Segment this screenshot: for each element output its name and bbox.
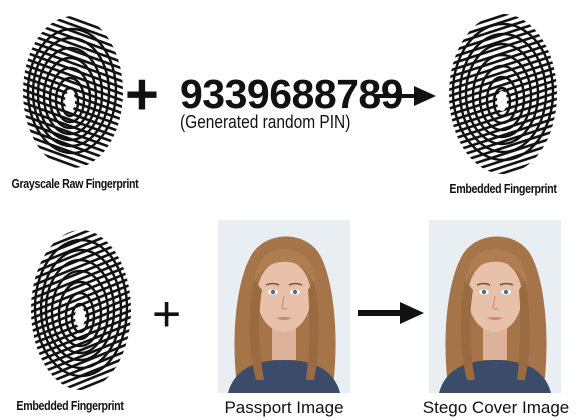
raw-fingerprint-image (18, 10, 128, 172)
embedded-fingerprint-image-top (444, 8, 562, 178)
pin-note: (Generated random PIN) (180, 112, 351, 132)
plus-icon: + (125, 62, 159, 127)
fingerprint-icon (23, 16, 123, 168)
arrow-right-icon (374, 84, 436, 108)
raw-fingerprint-caption: Grayscale Raw Fingerprint (11, 176, 139, 191)
fingerprint-icon (31, 230, 131, 390)
embedded-fingerprint-caption-top: Embedded Fingerprint (449, 181, 557, 196)
stego-cover-image-caption: Stego Cover Image (422, 398, 570, 417)
generated-pin: 9339688789 (180, 71, 404, 117)
portrait-photo (218, 220, 350, 393)
embedded-fingerprint-caption-bottom: Embedded Fingerprint (16, 398, 124, 413)
plus-icon: + (152, 286, 182, 342)
fingerprint-icon (449, 14, 557, 174)
passport-photo (218, 220, 350, 393)
embedded-fingerprint-image-bottom (26, 222, 136, 394)
arrow-right-icon (358, 301, 424, 325)
portrait-photo (429, 220, 561, 393)
stego-cover-photo (429, 220, 561, 393)
passport-image-caption: Passport Image (224, 398, 344, 417)
